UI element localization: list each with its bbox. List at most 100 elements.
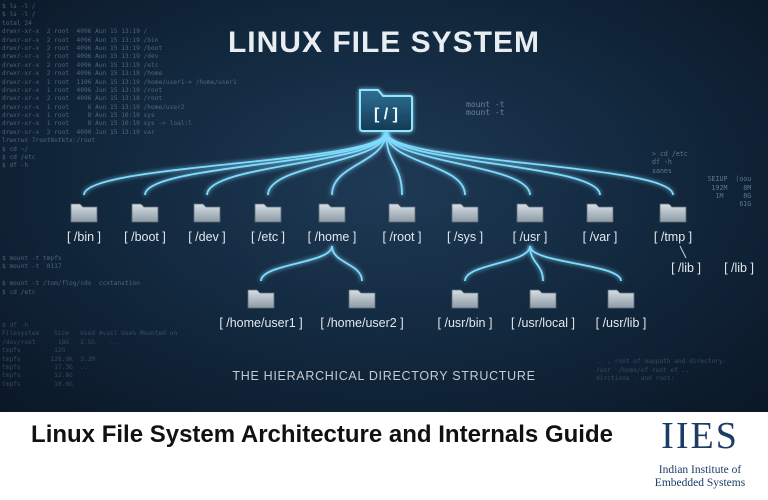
tree-edge bbox=[267, 131, 387, 196]
folder-icon bbox=[451, 203, 479, 223]
folder-icon bbox=[318, 203, 346, 223]
directory-tree-diagram: [ / ] bbox=[70, 89, 687, 309]
terminal-line: $ cd /etc bbox=[2, 154, 36, 162]
tree-folders bbox=[70, 203, 687, 309]
directory-label: [ /dev ] bbox=[188, 230, 226, 244]
tree-edge bbox=[385, 131, 403, 196]
root-folder-label: [ / ] bbox=[374, 106, 398, 123]
logo-mark: IIES bbox=[661, 415, 739, 457]
terminal-line: lrwxrwx 7root8otktx:/root bbox=[2, 137, 96, 145]
tree-edge bbox=[83, 131, 387, 196]
directory-label: [ /etc ] bbox=[250, 230, 286, 244]
terminal-line: $ ls -l / bbox=[2, 11, 36, 19]
directory-label: [ /lib ] bbox=[724, 261, 754, 275]
folder-icon bbox=[247, 289, 275, 309]
terminal-line: drwxr-xr-x 1 root 8 Aun 15 10:19 sys -> … bbox=[2, 120, 192, 128]
terminal-line: $ cd /etc bbox=[2, 288, 36, 296]
folder-icon bbox=[70, 203, 98, 223]
directory-label: [ /sys ] bbox=[446, 230, 484, 244]
tree-edge bbox=[385, 131, 531, 196]
terminal-line: drwxr-xr-x 1 root 8 Aun 15 10:19 sys bbox=[2, 112, 155, 120]
tree-edge bbox=[144, 131, 387, 196]
terminal-line: SEIUP (oou bbox=[652, 175, 752, 184]
terminal-line: dirctions . and root: bbox=[596, 375, 675, 383]
folder-icon bbox=[607, 289, 635, 309]
terminal-line: tmpfs 12G bbox=[2, 347, 66, 355]
logo-text: Indian Institute of Embedded Systems bbox=[638, 464, 762, 490]
terminal-line: sanes bbox=[652, 166, 672, 175]
terminal-line: drwxr-xr-x 2 root 4096 Aun 15 13:19 /bin bbox=[2, 36, 159, 44]
terminal-line: drwxr-xr-x 2 root 4096 Aun 15 13:19 / bbox=[2, 28, 148, 36]
folder-icon bbox=[529, 289, 557, 309]
terminal-line: drwxr-xr-x 1 root 6 Aun 15 13:19 /home/u… bbox=[2, 103, 185, 111]
terminal-line: tmpfs 128.0K 3.2M bbox=[2, 355, 96, 363]
terminal-line: /dev/root 18G 2.5G .. bbox=[2, 338, 118, 346]
logo-line-2: Embedded Systems bbox=[654, 477, 746, 489]
tree-edge bbox=[331, 131, 387, 196]
directory-label: [ /tmp ] bbox=[653, 230, 693, 244]
tree-edge bbox=[206, 131, 387, 196]
tree-edge bbox=[385, 131, 466, 196]
directory-label: [ /home ] bbox=[307, 230, 357, 244]
terminal-background-right-bottom: .. , root of mappath and directory:/usr … bbox=[596, 350, 726, 384]
directory-label: [ /var ] bbox=[582, 230, 618, 244]
terminal-line: $ df -h bbox=[2, 162, 29, 170]
hero-title: LINUX FILE SYSTEM bbox=[227, 26, 541, 59]
hero-subtitle: THE HIERARCHICAL DIRECTORY STRUCTURE bbox=[232, 369, 536, 383]
terminal-line: $ mount -t 0117 bbox=[2, 263, 62, 271]
folder-icon bbox=[451, 289, 479, 309]
terminal-line: drwxr-xr-x 1 root 4096 Jun 15 13:19 /roo… bbox=[2, 86, 163, 94]
terminal-line: $ ls -l / bbox=[2, 3, 36, 10]
directory-label: [ /root ] bbox=[382, 230, 422, 244]
terminal-line: /usr /home/of root of .. bbox=[596, 366, 690, 374]
directory-label: [ /home/user2 ] bbox=[320, 316, 404, 330]
iies-logo: IIES Indian Institute of Embedded System… bbox=[638, 412, 762, 500]
terminal-line: $ df -h bbox=[2, 322, 29, 329]
terminal-line: 61G bbox=[652, 200, 752, 209]
folder-icon bbox=[254, 203, 282, 223]
terminal-line: drwxr-xr-x 1 root 1106 Aun 15 13:19 /hom… bbox=[2, 78, 237, 86]
tree-edge bbox=[529, 245, 544, 282]
folder-icon bbox=[348, 289, 376, 309]
root-folder-icon bbox=[359, 89, 413, 132]
terminal-line: Filesystem Size Used Avail Use% Mounted … bbox=[2, 330, 178, 338]
tree-edge bbox=[464, 245, 531, 282]
terminal-line: tmpfs 12.8G bbox=[2, 372, 73, 380]
terminal-line: total 24 bbox=[2, 19, 32, 27]
root-folder: [ / ] bbox=[359, 89, 413, 132]
article-title: Linux File System Architecture and Inter… bbox=[31, 421, 613, 448]
terminal-line: drwxr-xr-x 2 root 4090 Jun 15 13:19 var bbox=[2, 128, 155, 136]
directory-label: [ /usr/bin ] bbox=[437, 316, 493, 330]
folder-icon bbox=[516, 203, 544, 223]
footer-bar: Linux File System Architecture and Inter… bbox=[0, 412, 768, 500]
terminal-line: drwxr-xr-x 2 root 4096 Aun 15 13:18 /hom… bbox=[2, 70, 163, 78]
terminal-line: drwxr-xr-x 2 root 4096 Aun 15 13:19 /etc bbox=[2, 61, 159, 69]
terminal-line: 1M 8G bbox=[652, 191, 752, 200]
terminal-line: mount -t bbox=[466, 100, 505, 109]
tree-edges bbox=[83, 131, 687, 282]
terminal-line: 192M 8M bbox=[652, 183, 752, 192]
tree-edge bbox=[679, 245, 687, 259]
tree-edge bbox=[331, 245, 363, 282]
terminal-line: tmpfs 10.0G bbox=[2, 380, 73, 388]
directory-label: [ /usr ] bbox=[512, 230, 548, 244]
terminal-line: drwxr-xr-x 2 root 4096 Aun 15 13:19 /dev bbox=[2, 53, 159, 61]
folder-icon bbox=[193, 203, 221, 223]
directory-label: [ /lib ] bbox=[671, 261, 701, 275]
directory-label: [ /usr/local ] bbox=[511, 316, 575, 330]
tree-edge bbox=[385, 131, 601, 196]
terminal-background-left-lower: $ mount -t tmpfs$ mount -t 0117$ mount -… bbox=[2, 255, 140, 297]
folder-icon bbox=[659, 203, 687, 223]
terminal-line: drwxr-xr-x 2 root 4096 Aun 15 13:18 /roo… bbox=[2, 95, 163, 103]
folder-icon bbox=[131, 203, 159, 223]
terminal-line: > cd /etc bbox=[652, 150, 688, 158]
terminal-line: $ mount -t tmpfs bbox=[2, 255, 62, 262]
terminal-line: .. , root of mappath and directory: bbox=[596, 358, 727, 366]
folder-icon bbox=[388, 203, 416, 223]
terminal-line: mount -t bbox=[466, 108, 505, 118]
